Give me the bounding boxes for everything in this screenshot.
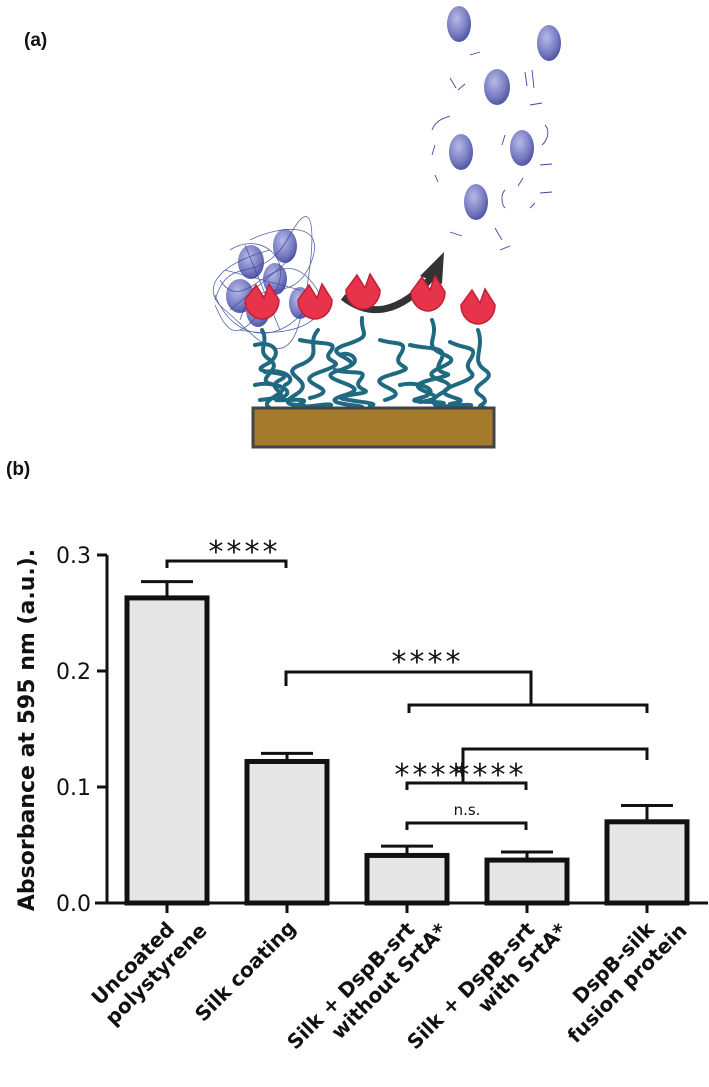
enzyme-icon <box>410 274 446 312</box>
arrow-head-icon <box>420 252 444 284</box>
enzyme-icon <box>297 282 333 320</box>
y-tick-label: 0.3 <box>56 544 91 569</box>
bacterium-cell <box>510 130 534 166</box>
sig-bracket <box>405 821 528 830</box>
enzymes <box>244 272 496 325</box>
x-category-label: DspB-silkfusion protein <box>545 901 691 1047</box>
bar <box>364 852 450 906</box>
bar <box>604 819 690 906</box>
bacterium-cell <box>449 134 473 170</box>
sig-label: **** <box>390 645 462 680</box>
bacterium-cell <box>273 229 297 263</box>
y-tick-label: 0.2 <box>56 660 91 685</box>
bacterium-cell <box>447 6 471 42</box>
bar <box>244 758 330 906</box>
dispersed-bacteria <box>431 6 561 251</box>
y-tick-label: 0.0 <box>56 892 91 917</box>
sig-bracket <box>407 703 649 713</box>
bar <box>124 595 210 906</box>
surface-coating <box>244 272 496 449</box>
sig-bracket <box>405 781 528 790</box>
sig-label: **** <box>453 758 525 793</box>
enzyme-icon <box>460 287 496 325</box>
sig-bracket <box>165 559 288 568</box>
panel-b-label: (b) <box>6 459 30 480</box>
bacterium-cell <box>484 69 510 105</box>
silk-layer <box>253 316 491 410</box>
y-tick-label: 0.1 <box>56 776 91 801</box>
biofilm-cluster <box>213 216 322 349</box>
y-axis-title: Absorbance at 595 nm (a.u.). <box>15 549 40 911</box>
bacterium-cell <box>537 25 561 61</box>
sig-label-ns: n.s. <box>454 801 481 819</box>
sig-label: **** <box>207 535 279 570</box>
fiber-fragments <box>431 51 553 251</box>
substrate <box>251 406 496 449</box>
enzyme-icon <box>345 272 381 310</box>
enzyme-icon <box>244 282 280 320</box>
bacterium-cell <box>238 245 264 279</box>
sig-bracket <box>461 747 649 783</box>
bacterium-cell <box>464 184 488 220</box>
bar <box>484 857 570 906</box>
sig-bracket <box>284 670 533 705</box>
sig-label: **** <box>393 758 465 793</box>
panel-a-label: (a) <box>24 30 47 51</box>
